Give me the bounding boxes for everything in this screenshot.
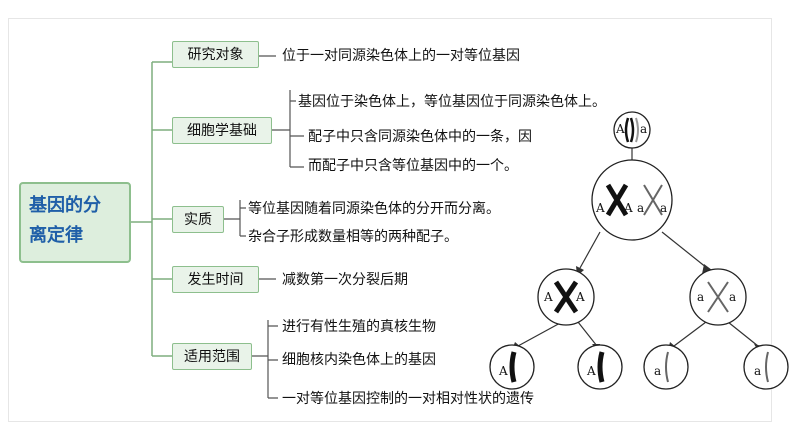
- left-dark-chromosome: [553, 280, 579, 314]
- gamete-1-allele: A: [498, 364, 508, 378]
- branch-occurrence-time: 发生时间: [172, 266, 259, 293]
- dark-tetrad-chromosome: [605, 183, 629, 217]
- homolog-chromosome-dark: [624, 117, 635, 143]
- branch-cytological-basis: 细胞学基础: [172, 117, 272, 144]
- bracket-2: [272, 90, 304, 168]
- branch-applicable-scope: 适用范围: [172, 343, 252, 370]
- main-topic-line-1: 基因的分: [29, 195, 101, 216]
- right-light-chromosome: [707, 281, 729, 313]
- gamete-3-allele: a: [654, 364, 661, 378]
- branch-essence: 实质: [172, 206, 224, 233]
- m1-allele-3: a: [637, 201, 644, 215]
- m1-allele-1: A: [595, 201, 605, 215]
- m2-left-allele-2: A: [575, 290, 585, 304]
- branch-4-item-1: 减数第一次分裂后期: [282, 272, 408, 288]
- homolog-chromosome-light: [635, 117, 639, 143]
- branch-2-item-3: 而配子中只含等位基因中的一个。: [308, 158, 518, 174]
- branch-2-item-2: 配子中只含同源染色体中的一条，因: [308, 129, 532, 145]
- gamete-4-allele: a: [754, 364, 761, 378]
- bracket-5: [252, 320, 278, 399]
- arrow-line-rr: [727, 321, 759, 347]
- light-tetrad-chromosome: [643, 184, 663, 216]
- m1-allele-4: a: [660, 201, 667, 215]
- bracket-3: [224, 200, 246, 237]
- m1-allele-2: A: [623, 201, 633, 215]
- m2-left-allele-1: A: [543, 290, 553, 304]
- main-topic-box: 基因的分 离定律: [19, 182, 131, 263]
- gamete-2-allele: A: [586, 364, 596, 378]
- arrow-line-right: [661, 231, 708, 269]
- arrow-line-left: [579, 231, 601, 269]
- branch-3-item-2: 杂合子形成数量相等的两种配子。: [248, 229, 458, 245]
- main-topic-line-2: 离定律: [29, 225, 83, 246]
- m2-right-allele-2: a: [729, 290, 736, 304]
- arrow-line-ll: [517, 321, 563, 347]
- arrow-line-lr: [577, 321, 598, 347]
- branch-2-item-1: 基因位于染色体上，等位基因位于同源染色体上。: [298, 94, 606, 110]
- branch-3-item-1: 等位基因随着同源染色体的分开而分离。: [248, 201, 500, 217]
- branch-5-item-3: 一对等位基因控制的一对相对性状的遗传: [282, 391, 534, 407]
- meiosis1-cell: [591, 159, 673, 241]
- branch-research-object: 研究对象: [172, 41, 259, 68]
- branch-1-item-1: 位于一对同源染色体上的一对等位基因: [282, 48, 520, 64]
- m2-right-allele-1: a: [697, 290, 704, 304]
- branch-5-item-1: 进行有性生殖的真核生物: [282, 319, 436, 335]
- branch-5-item-2: 细胞核内染色体上的基因: [282, 352, 436, 368]
- parent-allele-a: a: [640, 122, 647, 136]
- parent-allele-A: A: [615, 122, 625, 136]
- arrow-line-rl: [673, 321, 707, 347]
